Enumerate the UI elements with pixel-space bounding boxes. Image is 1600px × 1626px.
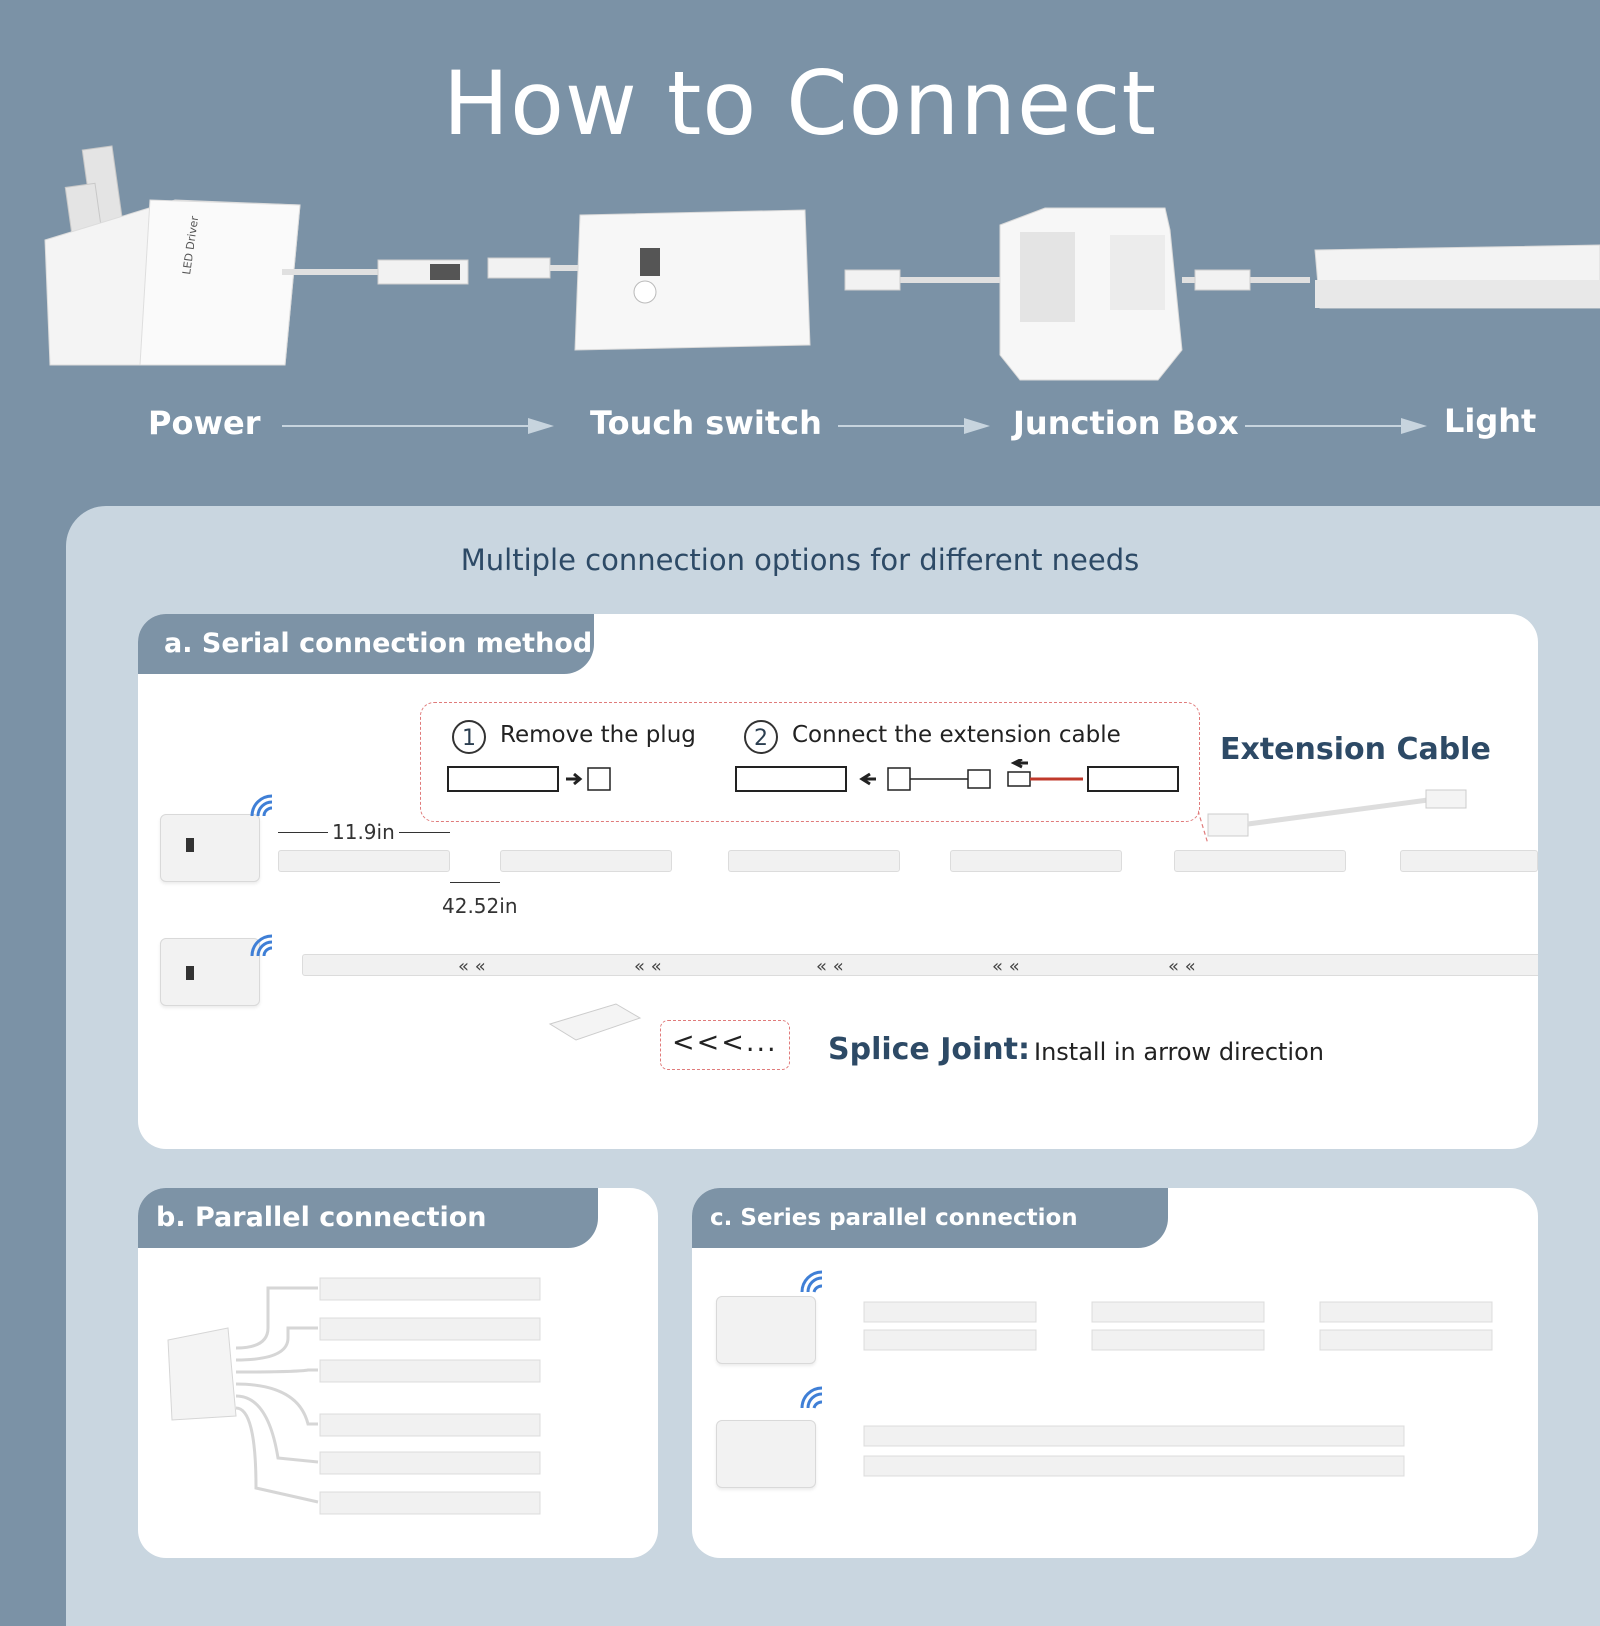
switch-indicator bbox=[186, 838, 194, 852]
parallel-tab: b. Parallel connection method bbox=[138, 1188, 598, 1293]
step-1-text: Remove the plug bbox=[500, 722, 696, 748]
serial-tab: a. Serial connection method bbox=[138, 614, 594, 674]
flow-label-power: Power bbox=[148, 404, 261, 442]
direction-chevrons: « « bbox=[1168, 956, 1196, 977]
connector-icon bbox=[1194, 269, 1251, 291]
touch-switch-device bbox=[716, 1296, 816, 1364]
splice-arrows: <<<... bbox=[672, 1027, 778, 1058]
splice-joint-text: Install in arrow direction bbox=[1034, 1038, 1324, 1066]
flow-label-touch-switch: Touch switch bbox=[590, 404, 822, 442]
product-illustrations: LED Driver bbox=[44, 145, 1600, 381]
extension-cable-icon bbox=[1198, 789, 1467, 844]
wireless-sensor-icon bbox=[250, 934, 273, 957]
light-bar bbox=[728, 850, 900, 872]
light-bar bbox=[1174, 850, 1346, 872]
step-1-number: 1 bbox=[452, 720, 486, 754]
touch-switch-device bbox=[160, 814, 260, 882]
direction-chevrons: « « bbox=[458, 956, 486, 977]
step-2-text: Connect the extension cable bbox=[792, 722, 1121, 748]
light-bar bbox=[1400, 850, 1538, 872]
connector-icon bbox=[487, 257, 551, 279]
touch-switch-device bbox=[716, 1420, 816, 1488]
splice-callout bbox=[660, 1020, 790, 1070]
splice-joint-title: Splice Joint: bbox=[828, 1032, 1030, 1067]
serial-card: a. Serial connection method 1 Remove the… bbox=[138, 614, 1538, 1149]
step-diagrams bbox=[447, 759, 1179, 792]
extension-cable-label: Extension Cable bbox=[1220, 732, 1491, 767]
splice-joint-icon bbox=[548, 1003, 642, 1041]
dimension-gap: 42.52in bbox=[442, 894, 518, 918]
power-adapter-icon: LED Driver bbox=[44, 145, 469, 366]
touch-switch-device bbox=[160, 938, 260, 1006]
light-bar bbox=[500, 850, 672, 872]
wireless-sensor-icon bbox=[250, 794, 273, 817]
flow-arrow bbox=[282, 418, 554, 434]
parallel-diagram bbox=[167, 1277, 541, 1515]
direction-chevrons: « « bbox=[992, 956, 1020, 977]
spliced-light-bar bbox=[302, 954, 1538, 976]
flow-label-light: Light bbox=[1444, 402, 1537, 440]
step-2-number: 2 bbox=[744, 720, 778, 754]
dimension-length: 11.9in bbox=[328, 820, 399, 844]
flow-label-junction-box: Junction Box bbox=[1013, 404, 1239, 442]
options-subtitle: Multiple connection options for differen… bbox=[460, 543, 1140, 577]
series-parallel-card: c. Series parallel connection method bbox=[692, 1188, 1538, 1558]
flow-arrow bbox=[838, 418, 990, 434]
light-bar bbox=[278, 850, 450, 872]
light-bar bbox=[950, 850, 1122, 872]
series-parallel-tab: c. Series parallel connection method bbox=[692, 1188, 1168, 1291]
parallel-card: b. Parallel connection method bbox=[138, 1188, 658, 1558]
dimension-line bbox=[450, 882, 500, 883]
flow-arrow bbox=[1245, 418, 1427, 434]
direction-chevrons: « « bbox=[816, 956, 844, 977]
junction-box-icon bbox=[999, 207, 1183, 381]
page-title: How to Connect bbox=[442, 52, 1158, 155]
series-parallel-diagram bbox=[800, 1270, 1493, 1477]
connector-icon bbox=[844, 269, 901, 291]
touch-switch-icon bbox=[574, 209, 811, 351]
switch-indicator bbox=[186, 966, 194, 980]
instruction-callout bbox=[420, 702, 1200, 822]
direction-chevrons: « « bbox=[634, 956, 662, 977]
